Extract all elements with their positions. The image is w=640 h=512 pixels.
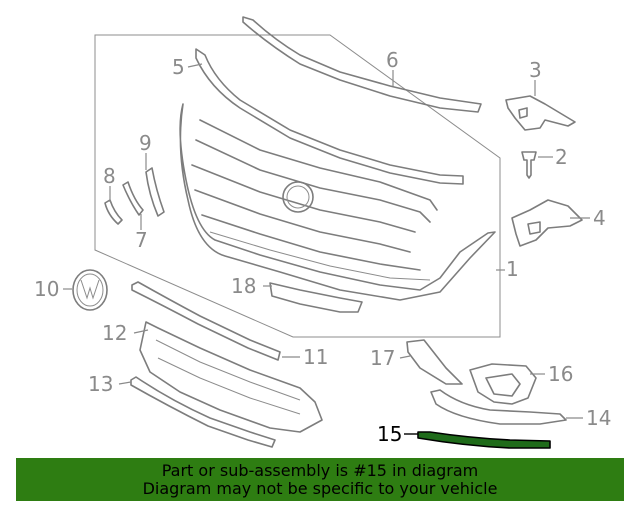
callout-15: 15 [377, 422, 402, 446]
callout-2: 2 [555, 145, 568, 169]
callout-11: 11 [303, 345, 328, 369]
grille-bar-3 [191, 164, 416, 233]
callout-4: 4 [593, 206, 606, 230]
grille-bar-5 [201, 214, 421, 271]
part-3-bracket [505, 95, 576, 131]
lower-grille-slat-2 [157, 357, 301, 415]
part-8-small-trim [104, 199, 123, 225]
grille-bar-1 [199, 119, 438, 211]
callout-13: 13 [88, 372, 113, 396]
callout-8: 8 [103, 164, 116, 188]
callout-18: 18 [231, 274, 256, 298]
part-12-lower-grille [139, 321, 323, 433]
part-7-trim [122, 181, 144, 216]
part-11-lower-molding [131, 281, 281, 361]
part-10-emblem [72, 269, 108, 311]
part-2-screw [521, 151, 537, 179]
part-16-fog-bezel [469, 363, 537, 405]
callout-17: 17 [370, 346, 395, 370]
callout-14: 14 [586, 406, 611, 430]
grille-body [179, 103, 496, 301]
callout-7: 7 [135, 228, 148, 252]
callout-16: 16 [548, 362, 573, 386]
part-9-trim [145, 167, 165, 217]
exploded-parts-diagram: 1 2 3 4 5 6 7 8 9 10 11 12 13 14 15 16 1… [34, 16, 611, 449]
part-18-grille-insert [269, 282, 363, 313]
callout-10: 10 [34, 277, 59, 301]
part-5-upper-molding [195, 48, 464, 185]
info-banner: Part or sub-assembly is #15 in diagram D… [16, 458, 624, 501]
part-14-lower-bezel [430, 389, 567, 425]
grille-bar-6 [209, 231, 431, 281]
part-4-bracket [511, 199, 583, 247]
part-17-small-panel [406, 339, 463, 385]
part-15-highlighted-strip [417, 431, 551, 449]
callout-12: 12 [102, 321, 127, 345]
leader-lines [63, 63, 590, 435]
callout-9: 9 [139, 131, 152, 155]
callout-3: 3 [529, 58, 542, 82]
grille-emblem-mount-inner [286, 185, 310, 209]
grille-emblem-mount [282, 181, 314, 213]
banner-line-disclaimer: Diagram may not be specific to your vehi… [142, 478, 498, 498]
lower-grille-slat-1 [155, 339, 301, 401]
banner-line-highlight-note: Part or sub-assembly is #15 in diagram [161, 460, 479, 480]
part-6-upper-trim [242, 16, 482, 113]
grille-bar-4 [194, 189, 411, 253]
callout-1: 1 [506, 257, 519, 281]
callout-6: 6 [386, 48, 399, 72]
part-13-lower-strip [130, 376, 276, 448]
callout-5: 5 [172, 55, 185, 79]
grille-bar-2 [195, 139, 431, 223]
grille-assembly-outline [94, 34, 501, 338]
